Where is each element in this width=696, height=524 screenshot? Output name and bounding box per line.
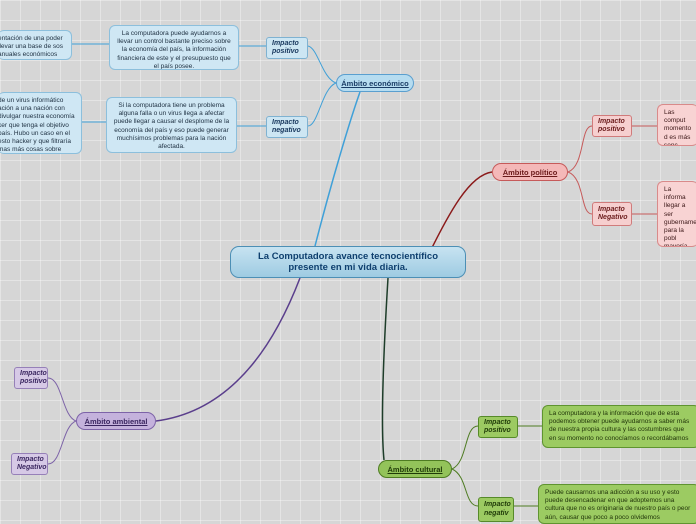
- branch-politico-label: Ámbito político: [502, 167, 558, 177]
- ambiental-negative-label: Impacto Negativo: [17, 455, 47, 472]
- branch-cultural[interactable]: Ámbito cultural: [378, 460, 452, 478]
- politico-positive-text[interactable]: Las comput momento d es más senc tiene a…: [657, 104, 696, 146]
- economico-negative-side-text[interactable]: de un virus informático ación a una naci…: [0, 92, 82, 154]
- economico-negative-label: Impacto negativo: [272, 118, 301, 135]
- central-topic-label: La Computadora avance tecnocientífico pr…: [257, 251, 438, 273]
- branch-economico-label: Ámbito económico: [341, 78, 409, 88]
- economico-negative-text[interactable]: Si la computadora tiene un problema algu…: [106, 97, 237, 153]
- economico-negative-side-content: de un virus informático ación a una naci…: [0, 97, 75, 154]
- economico-positive-text-content: La computadora puede ayudarnos a llevar …: [117, 30, 231, 70]
- ambiental-positive-impact[interactable]: Impacto positivo: [14, 367, 48, 389]
- economico-positive-label: Impacto positivo: [272, 39, 299, 56]
- economico-positive-impact[interactable]: Impacto positivo: [266, 37, 308, 59]
- ambiental-negative-impact[interactable]: Impacto Negativo: [11, 453, 48, 475]
- economico-negative-impact[interactable]: Impacto negativo: [266, 116, 308, 138]
- politico-positive-text-content: Las comput momento d es más senc tiene a…: [664, 109, 692, 146]
- cultural-negative-label: Impacto negativ: [484, 501, 511, 517]
- central-topic[interactable]: La Computadora avance tecnocientífico pr…: [230, 246, 466, 278]
- cultural-positive-impact[interactable]: Impacto positivo: [478, 416, 518, 438]
- ambiental-positive-label: Impacto positivo: [20, 369, 47, 386]
- cultural-positive-label: Impacto positivo: [484, 418, 511, 435]
- politico-negative-text[interactable]: La informa llegar a ser gubername para l…: [657, 181, 696, 247]
- politico-negative-label: Impacto Negativo: [598, 205, 628, 222]
- economico-positive-side-content: entación de una poder llevar una base de…: [0, 35, 64, 59]
- politico-positive-impact[interactable]: Impacto positivo: [592, 115, 632, 137]
- economico-negative-text-content: Si la computadora tiene un problema algu…: [113, 102, 230, 151]
- cultural-positive-text[interactable]: La computadora y la información que de e…: [542, 405, 696, 448]
- cultural-negative-impact[interactable]: Impacto negativ: [478, 497, 514, 522]
- branch-politico[interactable]: Ámbito político: [492, 163, 568, 181]
- politico-negative-text-content: La informa llegar a ser gubername para l…: [664, 186, 696, 247]
- politico-negative-impact[interactable]: Impacto Negativo: [592, 202, 632, 226]
- branch-cultural-label: Ámbito cultural: [387, 464, 443, 474]
- cultural-negative-text-content: Puede causarnos una adicción a su uso y …: [545, 489, 691, 521]
- politico-positive-label: Impacto positivo: [598, 117, 625, 134]
- branch-economico[interactable]: Ámbito económico: [336, 74, 414, 92]
- cultural-negative-text[interactable]: Puede causarnos una adicción a su uso y …: [538, 484, 696, 524]
- economico-positive-side-text[interactable]: entación de una poder llevar una base de…: [0, 30, 72, 60]
- branch-ambiental-label: Ámbito ambiental: [84, 416, 148, 426]
- economico-positive-text[interactable]: La computadora puede ayudarnos a llevar …: [109, 25, 239, 70]
- cultural-positive-text-content: La computadora y la información que de e…: [549, 410, 690, 442]
- branch-ambiental[interactable]: Ámbito ambiental: [76, 412, 156, 430]
